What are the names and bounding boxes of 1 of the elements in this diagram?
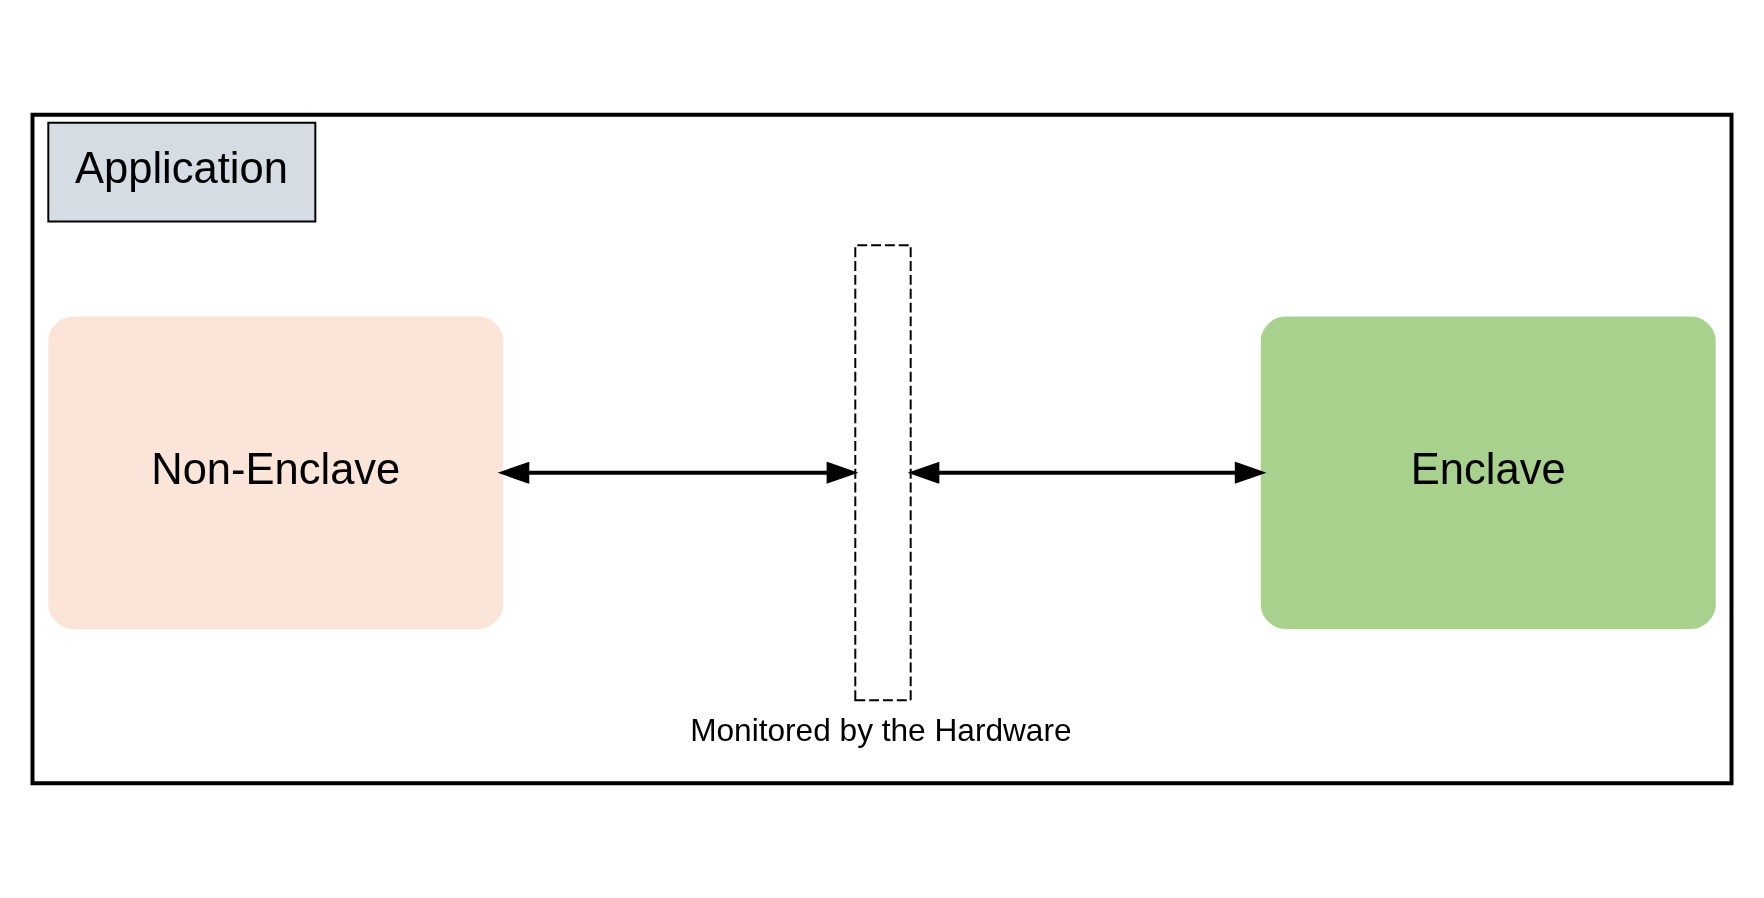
node-label: Monitored by the Hardware	[690, 712, 1072, 749]
